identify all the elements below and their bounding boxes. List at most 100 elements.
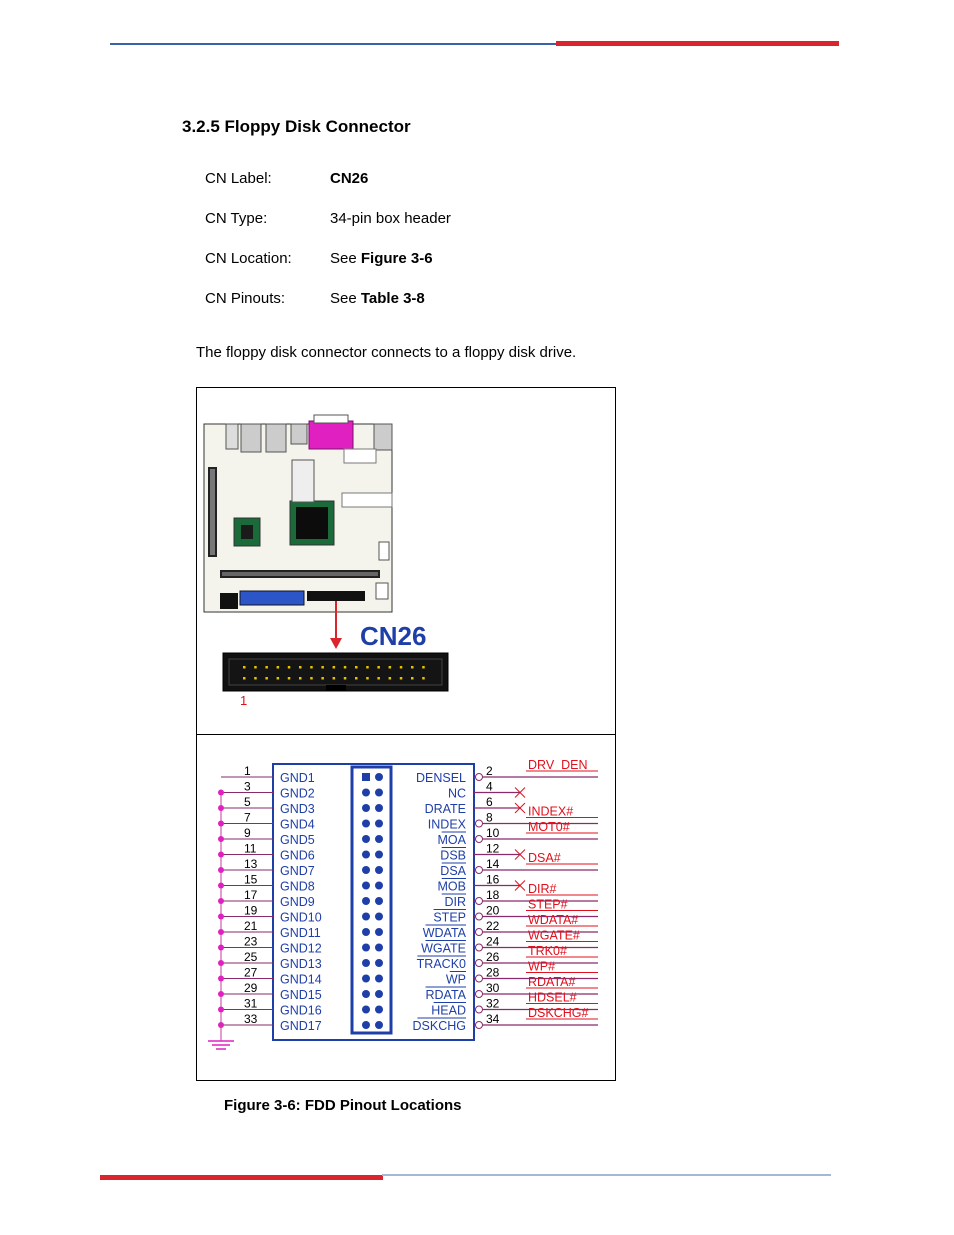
connector-label: CN26	[360, 621, 426, 651]
no-connect-mark	[514, 880, 526, 891]
header-pin	[375, 943, 383, 952]
figure-divider	[196, 734, 616, 735]
header-pin	[375, 804, 383, 812]
junction-dot	[218, 913, 224, 920]
connector-pin	[299, 677, 302, 680]
connector-pin	[265, 677, 268, 680]
pin-terminal	[475, 897, 483, 905]
header-pin	[375, 1005, 383, 1014]
connector-pin	[243, 666, 246, 669]
header-pin	[362, 881, 370, 890]
connector-pin	[265, 666, 268, 669]
spec-value-cn-type: 34-pin box header	[330, 210, 451, 227]
chipset-small-core	[241, 525, 253, 539]
even-pin-signal: TRACK0	[417, 957, 466, 971]
net-label: STEP#	[528, 898, 568, 912]
header-pin	[375, 1021, 383, 1029]
header-pin	[375, 819, 383, 828]
figure-reference-link[interactable]: Figure 3-6	[360, 250, 433, 267]
pin-terminal	[475, 1005, 483, 1014]
connector-pin	[321, 677, 324, 680]
jumper-block-1	[343, 448, 377, 464]
spec-label-cn-pinouts: CN Pinouts:	[205, 290, 286, 307]
odd-pin-number: 21	[244, 919, 258, 933]
odd-pin-number: 7	[244, 811, 251, 825]
junction-dot	[218, 867, 224, 873]
even-pin-signal: MOB	[438, 880, 466, 894]
header-pin	[362, 1021, 370, 1029]
header-pin	[362, 1005, 370, 1014]
even-pin-number: 20	[486, 904, 500, 918]
odd-pin-signal: GND14	[280, 973, 322, 987]
even-pin-signal: WDATA	[423, 926, 467, 940]
connector-pin	[377, 677, 380, 680]
odd-pin-number: 19	[244, 904, 258, 918]
net-label: WP#	[528, 960, 555, 974]
pin-terminal	[475, 959, 483, 967]
junction-dot	[218, 991, 224, 997]
odd-pin-number: 5	[244, 795, 251, 809]
header-pin	[375, 959, 383, 967]
even-pin-number: 18	[486, 888, 500, 902]
even-pin-signal: WP	[446, 973, 466, 987]
connector-pin	[332, 677, 336, 680]
net-label: DIR#	[528, 882, 557, 896]
pin-terminal	[475, 1021, 483, 1029]
header-bank	[291, 459, 315, 503]
dimm-slot-inner	[222, 572, 378, 576]
net-label: DSKCHG#	[528, 1006, 588, 1020]
header-rule-blue	[110, 43, 558, 45]
cpu-core	[296, 507, 328, 539]
no-connect-mark	[514, 849, 526, 860]
even-pin-signal: DSKCHG	[413, 1019, 466, 1033]
net-label: DSA#	[528, 851, 561, 865]
odd-pin-signal: GND17	[280, 1019, 322, 1033]
header-pin	[362, 974, 370, 983]
net-label: DRV_DEN	[528, 758, 588, 772]
ide-connector	[239, 590, 305, 606]
spec-label-cn-type: CN Type:	[205, 210, 268, 227]
net-label: INDEX#	[528, 805, 573, 819]
even-pin-signal: NC	[448, 787, 466, 801]
connector-pin	[310, 666, 313, 669]
footer-rule-blue	[382, 1174, 831, 1176]
net-label: WDATA#	[528, 913, 578, 927]
connector-pin	[254, 677, 257, 680]
connector-pin	[310, 677, 313, 680]
audio-jack	[225, 423, 239, 450]
table-reference-link[interactable]: Table 3-8	[360, 290, 425, 307]
odd-pin-number: 17	[244, 888, 258, 902]
odd-pin-number: 9	[244, 826, 251, 840]
pin-terminal	[475, 943, 483, 952]
junction-dot	[218, 820, 224, 827]
pin-terminal	[475, 773, 483, 781]
connector-pins	[243, 666, 425, 680]
odd-pin-signal: GND6	[280, 849, 315, 863]
even-pin-signal: DIR	[444, 895, 466, 909]
header-pin	[362, 990, 370, 998]
spec-value-cn-pinouts: See Table 3-8	[330, 290, 425, 307]
even-pin-number: 10	[486, 826, 500, 840]
pin-terminal	[475, 866, 483, 874]
odd-pin-signal: GND11	[280, 926, 321, 940]
connector-pin	[399, 666, 403, 669]
even-pin-signal: DENSEL	[416, 771, 466, 785]
pin-terminal	[475, 990, 483, 998]
connector-pin	[355, 677, 358, 680]
connector-pin	[276, 666, 280, 669]
even-pin-number: 22	[486, 919, 500, 933]
even-pin-number: 14	[486, 857, 500, 871]
pin1-label: 1	[240, 693, 247, 708]
even-pin-signal: MOA	[438, 833, 467, 847]
odd-pin-number: 13	[244, 857, 258, 871]
header-pin	[375, 835, 383, 843]
usb-port	[240, 423, 262, 453]
even-pin-number: 26	[486, 950, 500, 964]
spec-label-cn-location: CN Location:	[205, 250, 292, 267]
header-pin	[375, 974, 383, 983]
header-pin	[362, 943, 370, 952]
odd-pin-number: 31	[244, 997, 258, 1011]
connector-pin	[287, 666, 291, 669]
schematic-outline	[272, 763, 475, 1041]
